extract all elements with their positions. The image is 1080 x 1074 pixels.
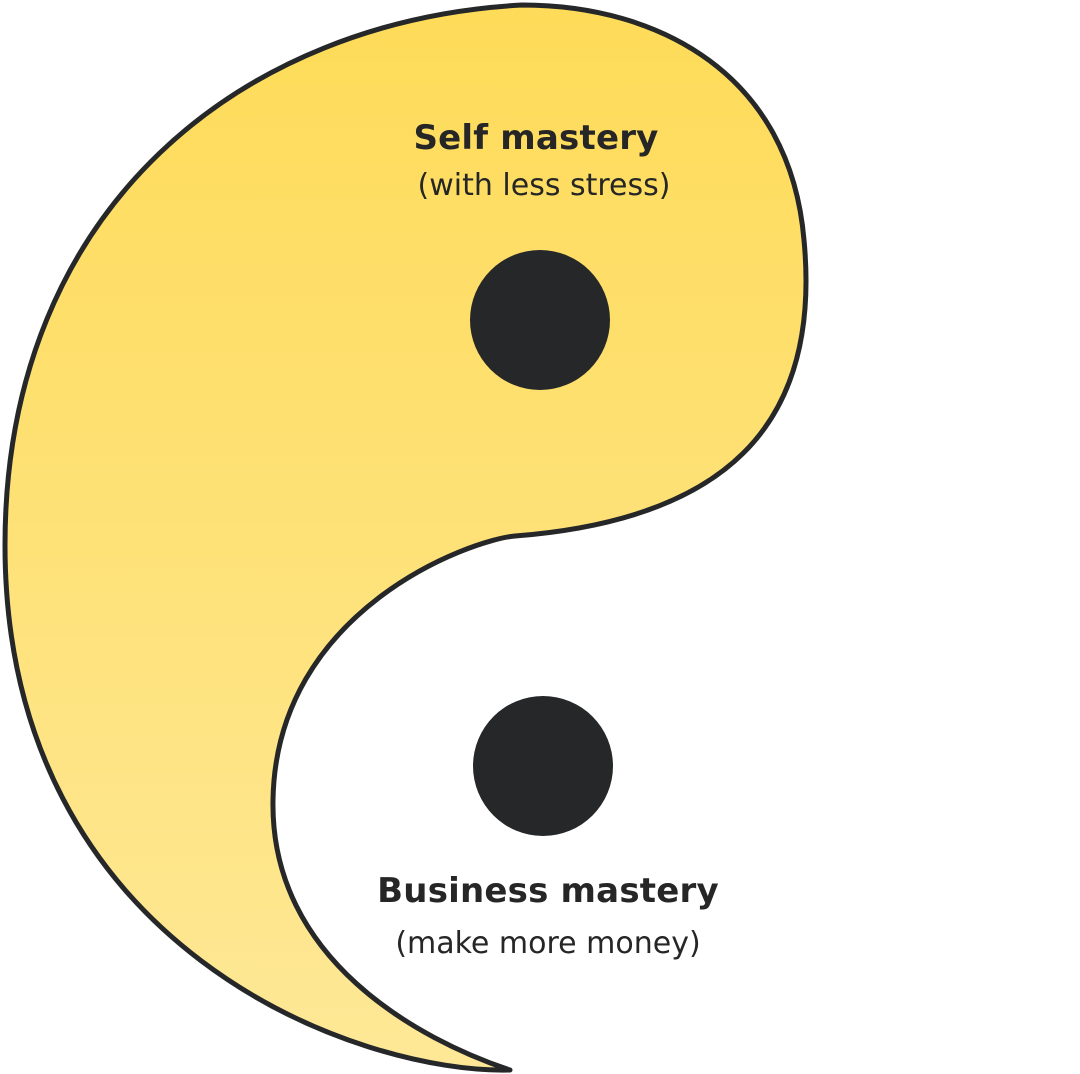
self-mastery-title: Self mastery: [413, 118, 659, 158]
yin-shape: [2, 2, 809, 1073]
top-dot: [470, 250, 610, 390]
business-mastery-subtitle: (make more money): [395, 926, 701, 961]
business-mastery-title: Business mastery: [377, 871, 719, 911]
bottom-dot: [473, 696, 613, 836]
self-mastery-subtitle: (with less stress): [417, 168, 671, 203]
